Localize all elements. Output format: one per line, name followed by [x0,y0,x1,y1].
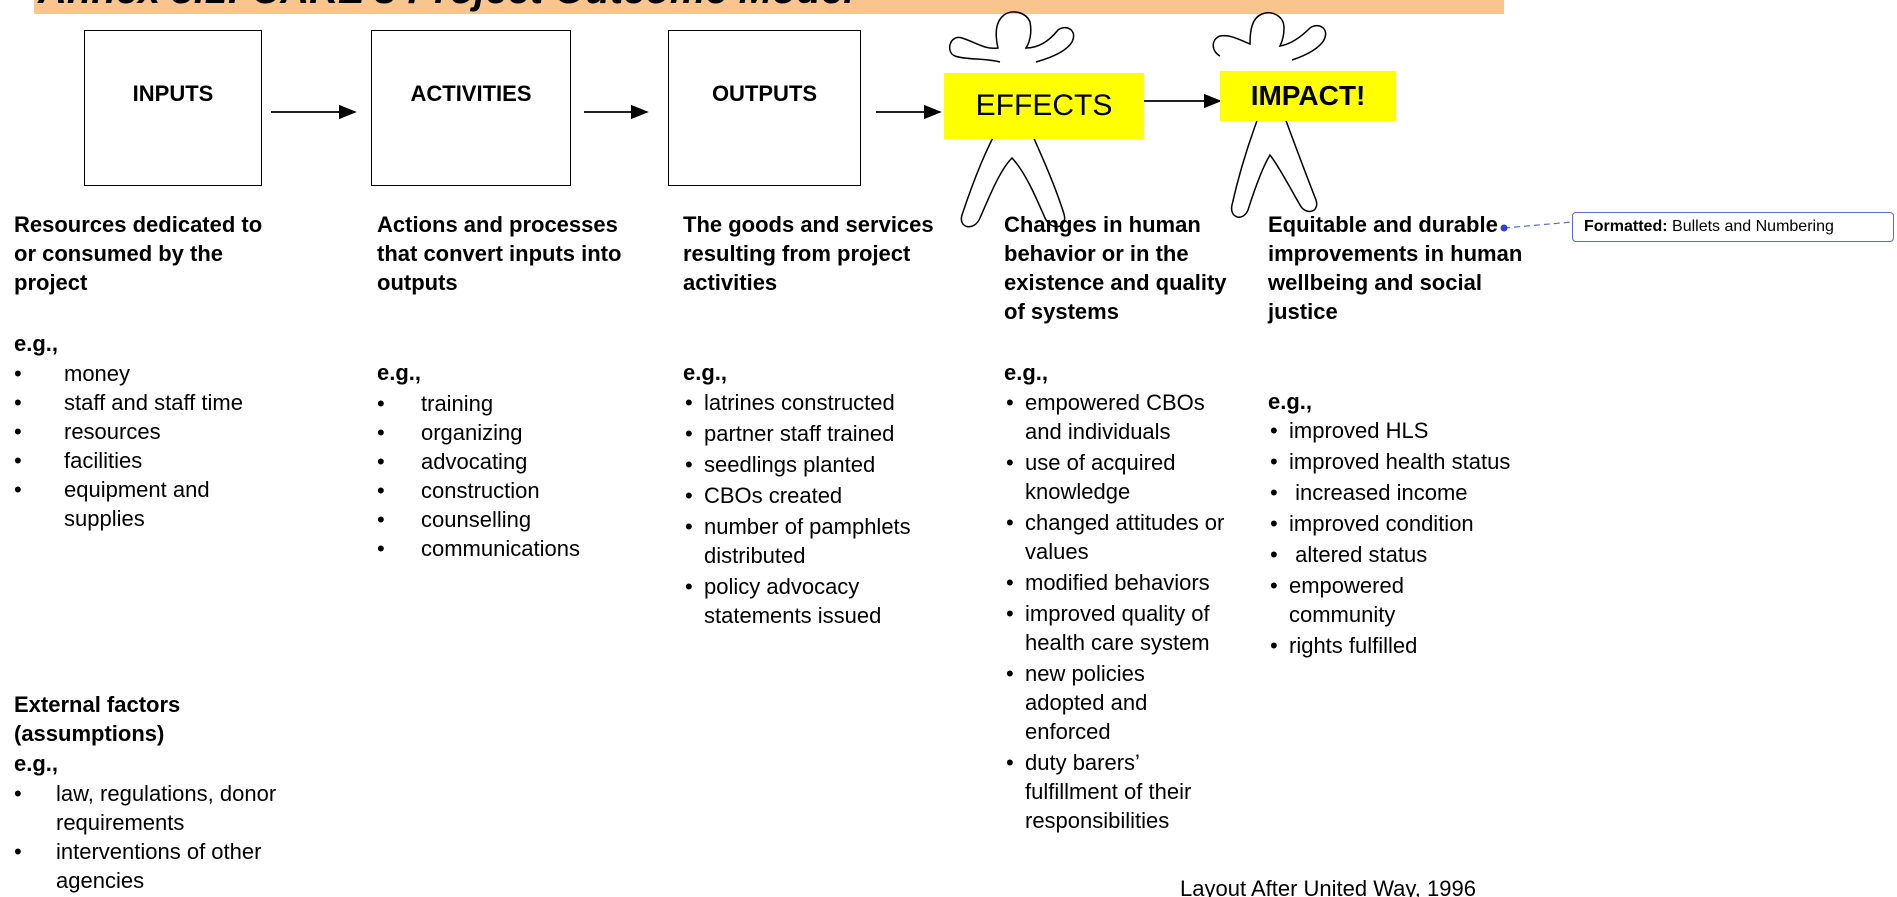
list-item: equipment and supplies [14,475,234,533]
list-item: resources [14,417,304,446]
list-item: changed attitudes or values [1004,508,1229,566]
list-item: use of acquired knowledge [1004,448,1204,506]
inputs-box-label: INPUTS [132,81,214,106]
list-item: improved health status [1268,447,1558,476]
list-item: altered status [1268,540,1558,569]
impact-list: improved HLS improved health status incr… [1268,416,1558,662]
inputs-eg: e.g., [14,331,59,356]
comment-text: Bullets and Numbering [1672,218,1834,235]
list-item: new policies adopted and enforced [1004,659,1174,746]
list-item: duty barers’ fulfillment of their respon… [1004,748,1229,835]
inputs-box: INPUTS [84,30,262,186]
external-factors-list: law, regulations, donor requirements int… [14,779,334,895]
activities-list: training organizing advocating construct… [377,389,637,563]
outputs-box-label: OUTPUTS [711,81,818,106]
list-item: empowered community [1268,571,1428,629]
list-item: partner staff trained [683,419,958,448]
list-item: seedlings planted [683,450,958,479]
inputs-list: money staff and staff time resources fac… [14,359,304,533]
list-item: latrines constructed [683,388,958,417]
activities-eg: e.g., [377,360,422,385]
list-item: increased income [1268,478,1558,507]
external-factors-heading: External factors (assumptions) [14,692,181,746]
formatting-comment-balloon[interactable]: Formatted: Bullets and Numbering [1572,212,1894,242]
impact-description: Equitable and durable improvements in hu… [1268,212,1523,324]
external-factors-eg: e.g., [14,751,59,776]
list-item: improved HLS [1268,416,1558,445]
effects-label: EFFECTS [944,73,1144,139]
list-item: money [14,359,304,388]
list-item: counselling [377,505,637,534]
list-item: advocating [377,447,637,476]
effects-eg: e.g., [1004,360,1049,385]
activities-box-label: ACTIVITIES [410,81,532,106]
list-item: rights fulfilled [1268,631,1558,660]
activities-description: Actions and processes that convert input… [377,212,622,295]
comment-label: Formatted: [1584,218,1668,235]
list-item: staff and staff time [14,388,304,417]
list-item: improved condition [1268,509,1558,538]
outputs-list: latrines constructed partner staff train… [683,388,958,632]
inputs-description: Resources dedicated to or consumed by th… [14,212,263,295]
layout-credit: Layout After United Way, 1996 [1180,876,1476,897]
effects-description: Changes in human behavior or in the exis… [1004,212,1227,324]
list-item: number of pamphlets distributed [683,512,933,570]
effects-list: empowered CBOs and individuals use of ac… [1004,388,1254,837]
list-item: interventions of other agencies [14,837,314,895]
list-item: construction [377,476,637,505]
outputs-description: The goods and services resulting from pr… [683,212,934,295]
list-item: policy advocacy statements issued [683,572,913,630]
outputs-eg: e.g., [683,360,728,385]
list-item: law, regulations, donor requirements [14,779,314,837]
list-item: facilities [14,446,304,475]
impact-eg: e.g., [1268,389,1313,414]
page-title: Annex 3.1: CARE's Project Outcome Model [38,0,854,13]
outputs-box: OUTPUTS [668,30,861,186]
list-item: communications [377,534,637,563]
effects-label-text: EFFECTS [975,89,1113,122]
list-item: organizing [377,418,637,447]
activities-box: ACTIVITIES [371,30,571,186]
list-item: empowered CBOs and individuals [1004,388,1224,446]
list-item: training [377,389,637,418]
list-item: CBOs created [683,481,958,510]
impact-label: IMPACT! [1220,71,1396,121]
list-item: improved quality of health care system [1004,599,1249,657]
title-banner: Annex 3.1: CARE's Project Outcome Model [34,0,1504,14]
impact-label-text: IMPACT! [1250,80,1366,111]
list-item: modified behaviors [1004,568,1254,597]
